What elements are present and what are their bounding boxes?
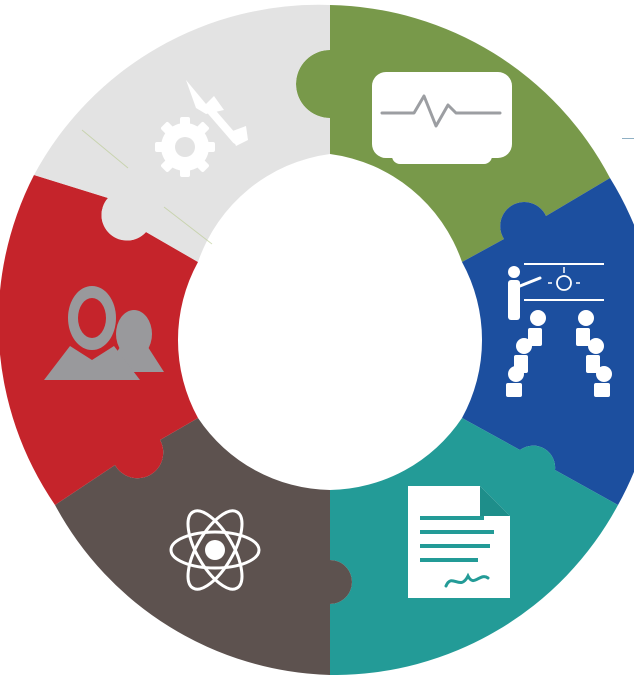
presentation-segment bbox=[462, 178, 634, 505]
presentation-audience-icon bbox=[506, 263, 612, 397]
users-icon bbox=[44, 286, 164, 380]
heartbeat-monitor-icon bbox=[372, 72, 512, 164]
wrench-gear-icon bbox=[155, 80, 248, 177]
atom-icon bbox=[169, 509, 261, 591]
science-segment bbox=[55, 418, 352, 675]
center-circle bbox=[182, 192, 478, 488]
accent-line bbox=[622, 138, 634, 139]
tools-accent-line bbox=[81, 129, 129, 169]
signed-document-icon bbox=[408, 486, 510, 598]
tools-accent-line bbox=[163, 206, 213, 245]
